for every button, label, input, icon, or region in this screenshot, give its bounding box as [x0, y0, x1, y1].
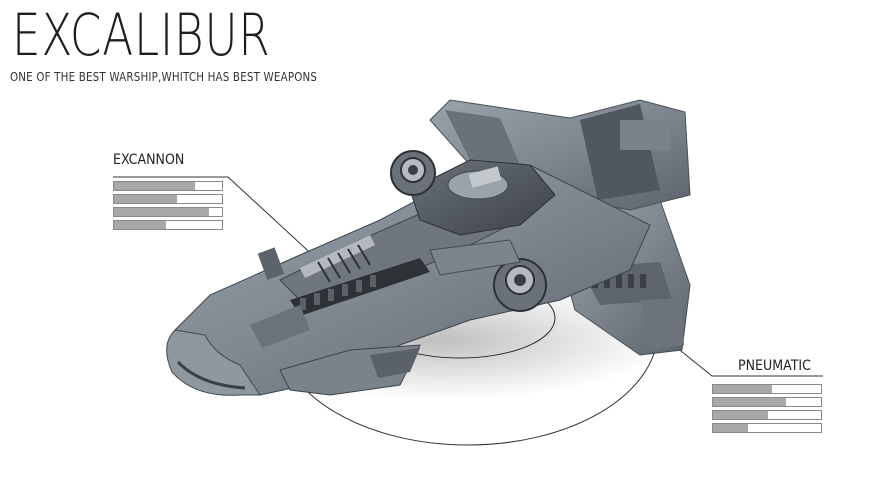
pneumatic-stat-bar: [712, 397, 822, 407]
excannon-stat-bars: [113, 181, 223, 233]
excannon-stat-bar: [113, 181, 223, 191]
pneumatic-label: PNEUMATIC: [738, 358, 811, 374]
engine-turret-front: [493, 258, 547, 312]
excannon-stat-bar: [113, 207, 223, 217]
engine-turret-rear: [390, 150, 436, 196]
game-subtitle: ONE OF THE BEST WARSHIP,WHITCH HAS BEST …: [10, 70, 318, 84]
pneumatic-stat-bar: [712, 410, 822, 420]
game-title: EXCALIBUR: [12, 1, 271, 69]
excannon-stat-bar: [113, 194, 223, 204]
pneumatic-stat-bars: [712, 384, 822, 436]
pneumatic-stat-bar: [712, 423, 822, 433]
pneumatic-stat-bar: [712, 384, 822, 394]
warship: [166, 99, 691, 396]
excannon-callout-line: [113, 176, 319, 261]
excannon-label: EXCANNON: [113, 152, 185, 168]
excannon-stat-bar: [113, 220, 223, 230]
